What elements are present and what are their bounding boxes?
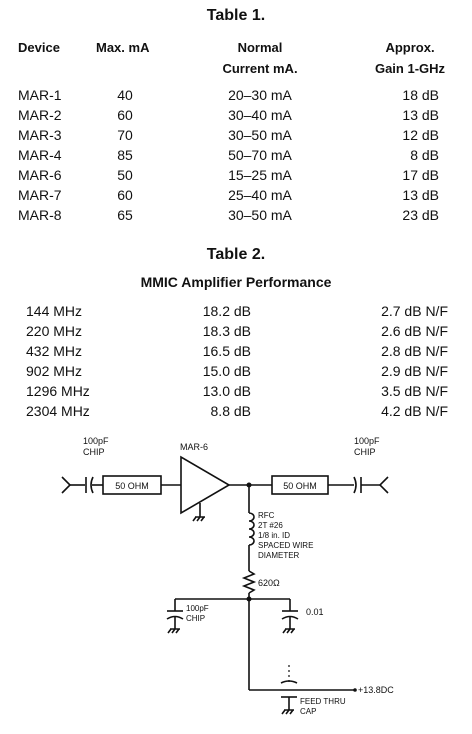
t2-gain: 18.2 dB	[202, 303, 251, 319]
t2-gain: 18.3 dB	[202, 323, 251, 339]
col-header-max-ma: Max. mA	[96, 40, 150, 55]
t2-nf: 2.9 dB N/F	[381, 363, 448, 379]
table2-subtitle: MMIC Amplifier Performance	[140, 274, 332, 290]
rfc-turns: 2T #26	[258, 521, 283, 530]
line-in-label: 50 OHM	[115, 481, 149, 491]
amplifier-schematic: 100pF CHIP 50 OHM MAR-6 50 OHM 100pF CHI…	[61, 436, 394, 716]
col-header-gain: Approx.	[385, 40, 435, 55]
rfc-id: 1/8 in. ID	[258, 531, 290, 540]
t1-normal: 25–40 mA	[228, 187, 292, 203]
t2-freq: 902 MHz	[26, 363, 83, 379]
t1-device: MAR-1	[18, 87, 62, 103]
resistor-icon	[241, 570, 257, 594]
input-cap-plate-curved	[90, 476, 94, 494]
rfc-label: RFC	[258, 511, 275, 520]
amp-label: MAR-6	[180, 442, 208, 452]
t1-gain: 18 dB	[402, 87, 439, 103]
t2-nf: 2.7 dB N/F	[381, 303, 448, 319]
feedthru-cap-label: CAP	[300, 707, 316, 716]
t2-nf: 2.8 dB N/F	[381, 343, 448, 359]
t1-device: MAR-8	[18, 207, 62, 223]
t1-normal: 50–70 mA	[228, 147, 292, 163]
t2-freq: 220 MHz	[26, 323, 83, 339]
t1-gain: 12 dB	[402, 127, 439, 143]
resistor-label: 620Ω	[258, 578, 280, 588]
t1-device: MAR-7	[18, 187, 62, 203]
t2-nf: 3.5 dB N/F	[381, 383, 448, 399]
output-cap-plate-curved	[353, 476, 357, 494]
t2-freq: 1296 MHz	[26, 383, 90, 399]
col-header-normal-2: Current mA.	[222, 61, 298, 76]
t2-gain: 8.8 dB	[210, 403, 251, 419]
rfc-coil-icon	[248, 512, 255, 546]
cap-in-type: CHIP	[83, 447, 105, 457]
t1-max: 40	[117, 87, 133, 103]
ground-icon	[167, 628, 180, 634]
t2-nf: 4.2 dB N/F	[381, 403, 448, 419]
t1-gain: 13 dB	[402, 187, 439, 203]
t1-max: 65	[117, 207, 133, 223]
t1-normal: 30–50 mA	[228, 207, 292, 223]
t1-gain: 17 dB	[402, 167, 439, 183]
t1-max: 50	[117, 167, 133, 183]
t1-normal: 15–25 mA	[228, 167, 292, 183]
ground-icon	[281, 709, 294, 715]
cap-out-type: CHIP	[354, 447, 376, 457]
amplifier-triangle-icon	[180, 455, 231, 515]
col-header-device: Device	[18, 40, 60, 55]
bypass-type: CHIP	[186, 614, 205, 623]
table2-title: Table 2.	[206, 246, 266, 263]
feedthru-cap-plate-curved	[280, 680, 298, 684]
t1-max: 85	[117, 147, 133, 163]
t2-nf: 2.6 dB N/F	[381, 323, 448, 339]
line-out-label: 50 OHM	[283, 481, 317, 491]
table1-title: Table 1.	[206, 7, 266, 24]
t1-max: 60	[117, 107, 133, 123]
t1-device: MAR-3	[18, 127, 62, 143]
supply-label: +13.8DC	[358, 685, 394, 695]
cap-out-value: 100pF	[354, 436, 380, 446]
bypass-value: 100pF	[186, 604, 209, 613]
t1-gain: 13 dB	[402, 107, 439, 123]
t2-gain: 13.0 dB	[202, 383, 251, 399]
col-header-gain-2: Gain 1-GHz	[374, 61, 446, 76]
t1-max: 70	[117, 127, 133, 143]
t2-gain: 16.5 dB	[202, 343, 251, 359]
t1-normal: 20–30 mA	[228, 87, 292, 103]
t1-device: MAR-6	[18, 167, 62, 183]
ground-icon	[192, 516, 205, 522]
input-connector-icon	[61, 476, 72, 494]
t1-gain: 8 dB	[410, 147, 439, 163]
t2-freq: 2304 MHz	[26, 403, 90, 419]
bypass-cap-plate-curved	[166, 615, 184, 620]
rfc-diameter: DIAMETER	[258, 551, 300, 560]
ground-icon	[282, 628, 295, 634]
t2-gain: 15.0 dB	[202, 363, 251, 379]
t2-freq: 144 MHz	[26, 303, 83, 319]
t1-max: 60	[117, 187, 133, 203]
t1-device: MAR-2	[18, 107, 62, 123]
t1-device: MAR-4	[18, 147, 62, 163]
supply-terminal	[353, 688, 357, 692]
cap-small-label: 0.01	[306, 607, 324, 617]
t1-normal: 30–50 mA	[228, 127, 292, 143]
t2-freq: 432 MHz	[26, 343, 83, 359]
t1-normal: 30–40 mA	[228, 107, 292, 123]
feedthru-label: FEED THRU	[300, 697, 346, 706]
cap-in-value: 100pF	[83, 436, 109, 446]
col-header-normal: Normal	[237, 40, 283, 55]
rfc-spacing: SPACED WIRE	[258, 541, 313, 550]
t1-gain: 23 dB	[402, 207, 439, 223]
output-connector-icon	[378, 476, 389, 494]
cap-small-plate-curved	[281, 615, 299, 620]
